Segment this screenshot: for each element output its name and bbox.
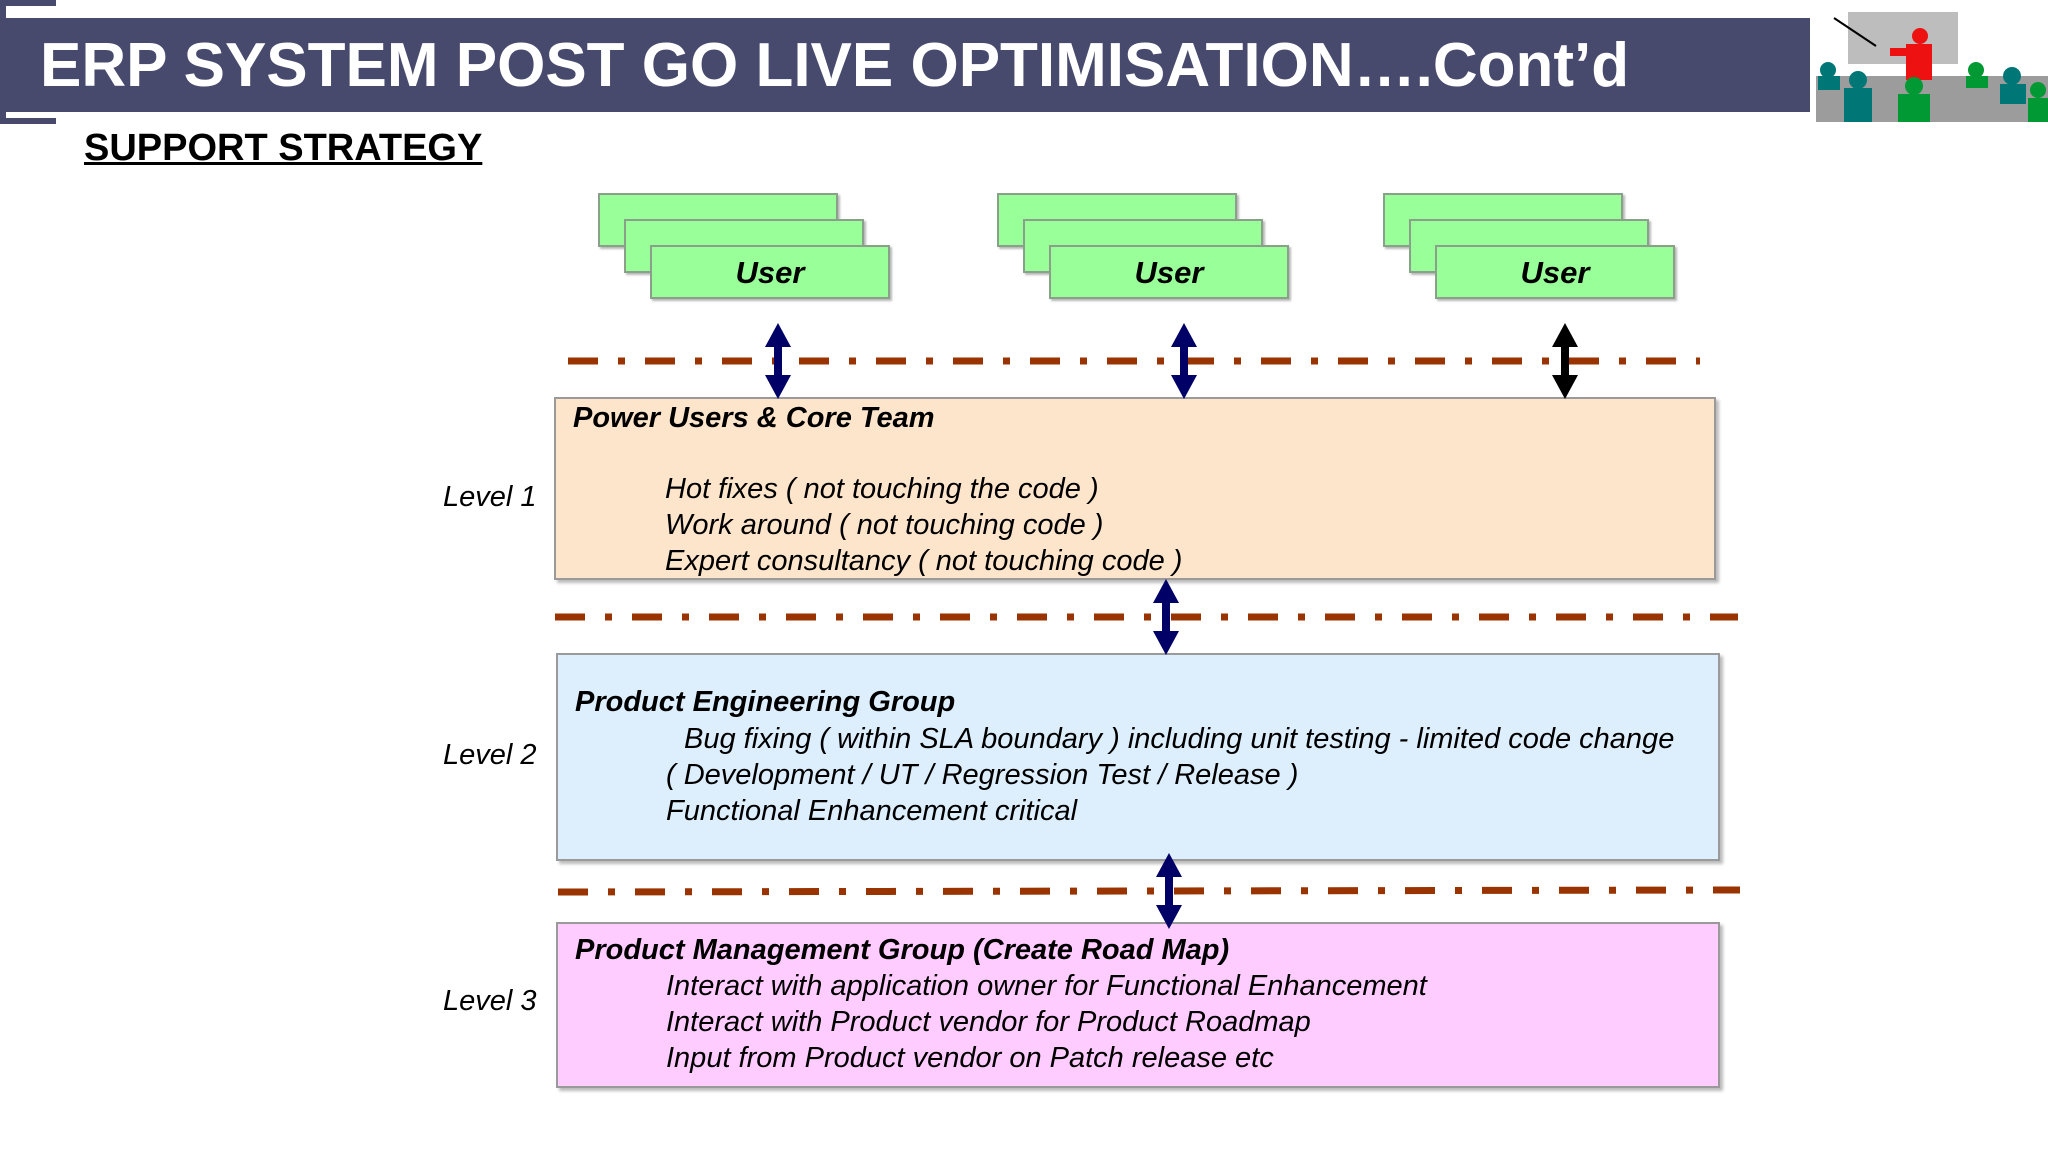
level-3-title: Product Management Group (Create Road Ma… bbox=[575, 934, 1230, 966]
double-arrow-icon bbox=[1156, 853, 1182, 929]
user-label: User bbox=[1520, 255, 1590, 290]
page-subtitle: SUPPORT STRATEGY bbox=[84, 127, 483, 169]
level-2-title: Product Engineering Group bbox=[575, 686, 956, 718]
level-2-line: Functional Enhancement critical bbox=[666, 795, 1078, 827]
level-3-box: Product Management Group (Create Road Ma… bbox=[556, 922, 1720, 1088]
user-label: User bbox=[735, 255, 805, 290]
level-1-line: Expert consultancy ( not touching code ) bbox=[665, 545, 1183, 577]
level-1-line: Work around ( not touching code ) bbox=[665, 509, 1104, 541]
level-2-box: Product Engineering Group Bug fixing ( w… bbox=[556, 653, 1720, 861]
level-1-box: Power Users & Core Team Hot fixes ( not … bbox=[554, 397, 1716, 580]
user-label: User bbox=[1134, 255, 1204, 290]
double-arrow-icon bbox=[1153, 579, 1179, 655]
title-bar bbox=[0, 18, 1810, 112]
level-1-line: Hot fixes ( not touching the code ) bbox=[665, 473, 1099, 505]
level-2-line: Bug fixing ( within SLA boundary ) inclu… bbox=[684, 723, 1675, 755]
level-2-line: ( Development / UT / Regression Test / R… bbox=[666, 759, 1299, 791]
page-title: ERP SYSTEM POST GO LIVE OPTIMISATION….Co… bbox=[40, 31, 1630, 100]
level-1-label: Level 1 bbox=[443, 481, 537, 513]
presentation-meeting-icon bbox=[1816, 12, 2048, 122]
title-bracket bbox=[0, 0, 56, 124]
level-1-title: Power Users & Core Team bbox=[573, 402, 935, 434]
boundary-line-level-2-3 bbox=[557, 886, 1741, 896]
level-3-label: Level 3 bbox=[443, 985, 537, 1017]
level-3-line: Interact with application owner for Func… bbox=[666, 970, 1427, 1002]
user-card-front: User bbox=[1435, 245, 1675, 299]
double-arrow-icon bbox=[765, 323, 791, 399]
user-card-front: User bbox=[1049, 245, 1289, 299]
level-3-line: Input from Product vendor on Patch relea… bbox=[666, 1042, 1274, 1074]
level-3-line: Interact with Product vendor for Product… bbox=[666, 1006, 1311, 1038]
double-arrow-icon bbox=[1552, 323, 1578, 399]
double-arrow-icon bbox=[1171, 323, 1197, 399]
user-card-front: User bbox=[650, 245, 890, 299]
level-2-label: Level 2 bbox=[443, 739, 537, 771]
